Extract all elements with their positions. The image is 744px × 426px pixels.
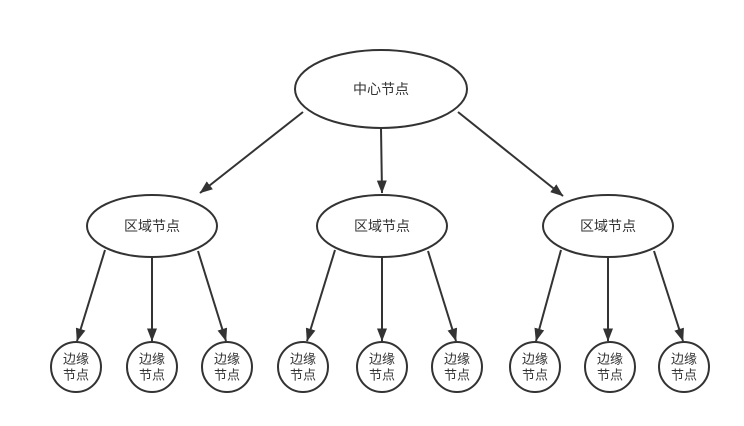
edges-layer <box>75 111 684 342</box>
node-region-3: 区域节点 <box>542 194 674 258</box>
node-center: 中心节点 <box>294 49 468 129</box>
circle-shape-leaf-9 <box>658 341 710 393</box>
node-leaf-9: 边缘节点 <box>658 341 710 393</box>
circle-shape-leaf-6 <box>431 341 483 393</box>
node-label-leaf-5: 边缘节点 <box>369 352 395 383</box>
node-leaf-1: 边缘节点 <box>50 341 102 393</box>
circle-shape-leaf-2 <box>126 341 178 393</box>
node-label-center: 中心节点 <box>353 81 409 97</box>
ellipse-shape-center <box>294 49 468 129</box>
node-leaf-4: 边缘节点 <box>277 341 329 393</box>
node-label-leaf-4: 边缘节点 <box>290 352 316 383</box>
edge-arrow-region-3-to-leaf-9 <box>653 250 684 342</box>
circle-shape-leaf-8 <box>584 341 636 393</box>
node-label-leaf-8: 边缘节点 <box>597 352 623 383</box>
edge-arrow-center-to-region-2 <box>376 127 387 194</box>
circle-shape-leaf-5 <box>356 341 408 393</box>
edge-arrow-region-3-to-leaf-7 <box>534 249 562 342</box>
ellipse-shape-region-3 <box>542 194 674 258</box>
node-label-leaf-6: 边缘节点 <box>444 352 470 383</box>
node-label-leaf-9: 边缘节点 <box>671 352 697 383</box>
node-label-leaf-1: 边缘节点 <box>63 352 89 383</box>
ellipse-shape-region-1 <box>86 194 218 258</box>
node-label-region-3: 区域节点 <box>580 218 636 234</box>
edge-arrow-region-1-to-leaf-3 <box>197 250 228 342</box>
ellipse-shape-region-2 <box>316 194 448 258</box>
node-leaf-8: 边缘节点 <box>584 341 636 393</box>
node-label-region-2: 区域节点 <box>354 218 410 234</box>
node-leaf-3: 边缘节点 <box>201 341 253 393</box>
edge-arrow-center-to-region-1 <box>199 111 304 194</box>
circle-shape-leaf-4 <box>277 341 329 393</box>
node-label-leaf-2: 边缘节点 <box>139 352 165 383</box>
node-leaf-2: 边缘节点 <box>126 341 178 393</box>
edge-arrow-region-1-to-leaf-1 <box>75 249 106 342</box>
circle-shape-leaf-7 <box>509 341 561 393</box>
node-leaf-7: 边缘节点 <box>509 341 561 393</box>
edge-arrow-region-2-to-leaf-4 <box>305 249 336 342</box>
node-leaf-5: 边缘节点 <box>356 341 408 393</box>
edge-arrow-region-2-to-leaf-6 <box>427 250 458 342</box>
circle-shape-leaf-3 <box>201 341 253 393</box>
node-region-1: 区域节点 <box>86 194 218 258</box>
node-leaf-6: 边缘节点 <box>431 341 483 393</box>
edge-arrow-center-to-region-3 <box>457 111 564 197</box>
circle-shape-leaf-1 <box>50 341 102 393</box>
node-label-region-1: 区域节点 <box>124 218 180 234</box>
node-region-2: 区域节点 <box>316 194 448 258</box>
node-label-leaf-3: 边缘节点 <box>214 352 240 383</box>
node-label-leaf-7: 边缘节点 <box>522 352 548 383</box>
